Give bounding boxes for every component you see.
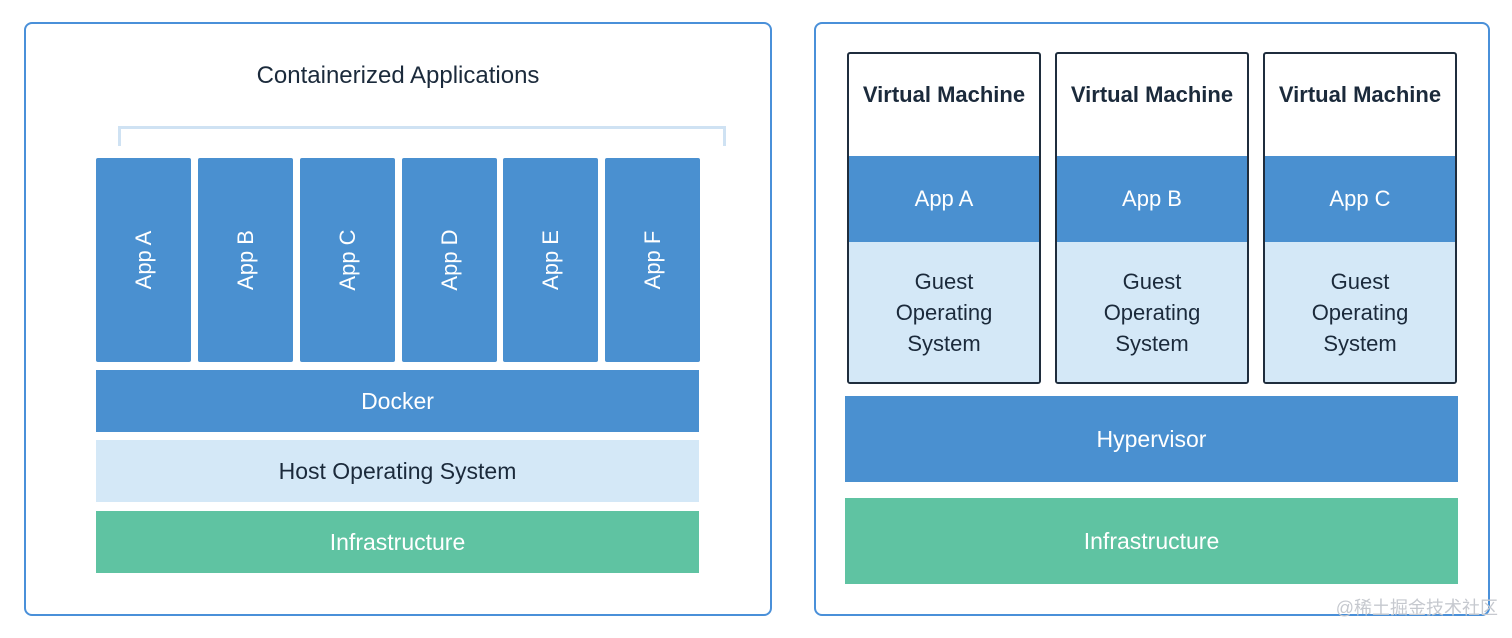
vm-app: App C [1265, 156, 1455, 242]
containers-diagram: Containerized Applications App A App B A… [24, 0, 772, 638]
app-column: App B [198, 158, 293, 362]
guest-os: Guest Operating System [1057, 242, 1247, 382]
host-os-layer: Host Operating System [96, 440, 699, 502]
guest-os: Guest Operating System [1265, 242, 1455, 382]
app-column: App C [300, 158, 395, 362]
app-column: App D [402, 158, 497, 362]
app-column: App F [605, 158, 700, 362]
vm-app: App B [1057, 156, 1247, 242]
infrastructure-layer: Infrastructure [96, 511, 699, 573]
apps-bracket [118, 126, 726, 146]
vm-title: Virtual Machine [862, 82, 1026, 107]
vm-app: App A [849, 156, 1039, 242]
watermark: @稀土掘金技术社区 [1335, 598, 1498, 618]
app-column: App A [96, 158, 191, 362]
containers-title: Containerized Applications [256, 62, 540, 89]
virtual-machine: Virtual Machine App B Guest Operating Sy… [1055, 52, 1249, 384]
virtual-machine: Virtual Machine App C Guest Operating Sy… [1263, 52, 1457, 384]
hypervisor-layer: Hypervisor [845, 396, 1458, 482]
vm-title: Virtual Machine [1278, 82, 1442, 107]
virtual-machine: Virtual Machine App A Guest Operating Sy… [847, 52, 1041, 384]
app-column: App E [503, 158, 598, 362]
guest-os: Guest Operating System [849, 242, 1039, 382]
docker-layer: Docker [96, 370, 699, 432]
vm-infrastructure-layer: Infrastructure [845, 498, 1458, 584]
vm-title: Virtual Machine [1070, 82, 1234, 107]
